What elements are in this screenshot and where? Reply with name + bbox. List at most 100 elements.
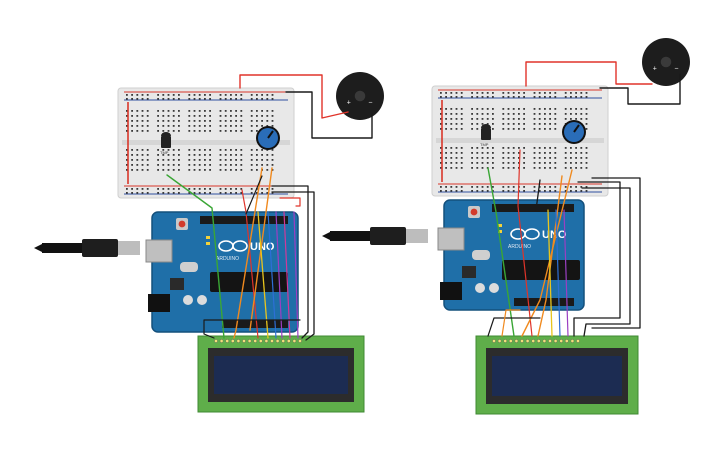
arduino-model-label: UNO	[250, 241, 275, 253]
breadboard-hole	[209, 125, 211, 127]
power-jack	[148, 294, 170, 312]
breadboard-hole	[471, 118, 473, 120]
breadboard-hole	[188, 154, 191, 156]
breadboard-hole	[471, 167, 473, 169]
breadboard-hole	[141, 110, 144, 112]
usb-cable-tail	[34, 244, 42, 252]
breadboard-hole	[476, 157, 479, 159]
breadboard-hole	[131, 149, 133, 151]
breadboard-hole	[544, 162, 546, 164]
breadboard-hole	[512, 167, 515, 169]
breadboard-hole	[481, 157, 484, 159]
breadboard-hole	[471, 190, 473, 192]
breadboard-hole	[204, 94, 206, 96]
arduino-logo-icon	[510, 228, 540, 240]
breadboard-hole	[554, 92, 557, 94]
breadboard-hole	[580, 96, 583, 98]
breadboard-hole	[544, 190, 546, 192]
breadboard-hole	[564, 118, 567, 120]
breadboard-hole	[502, 96, 505, 98]
breadboard-hole	[198, 130, 201, 132]
breadboard-hole	[455, 123, 458, 125]
digital-header	[200, 216, 288, 224]
lcd-pin	[298, 339, 302, 343]
breadboard-hole	[544, 96, 546, 98]
breadboard-hole	[188, 159, 191, 161]
breadboard-hole	[240, 169, 243, 171]
breadboard-hole	[440, 186, 442, 188]
breadboard-hole	[544, 186, 546, 188]
lcd-pin	[576, 339, 580, 343]
breadboard-hole	[440, 190, 442, 192]
breadboard-hole	[141, 120, 144, 122]
breadboard-hole	[157, 188, 159, 190]
lcd-pin	[525, 339, 530, 343]
wire-orange	[501, 309, 521, 337]
breadboard-hole	[266, 159, 269, 161]
breadboard-hole	[193, 120, 196, 122]
breadboard-hole	[235, 94, 237, 96]
breadboard-hole	[198, 149, 201, 151]
breadboard-hole	[554, 113, 557, 115]
breadboard-hole	[554, 118, 557, 120]
buzzer-hole	[354, 90, 366, 102]
breadboard-hole	[460, 147, 463, 149]
breadboard-hole	[167, 94, 170, 96]
breadboard-hole	[204, 110, 206, 112]
breadboard-hole	[502, 113, 505, 115]
breadboard-hole	[224, 169, 227, 171]
breadboard-hole	[250, 110, 253, 112]
breadboard-hole	[209, 164, 211, 166]
breadboard-hole	[538, 157, 541, 159]
breadboard-hole	[502, 128, 505, 130]
breadboard-hole	[538, 152, 541, 154]
arduino-logo-icon	[218, 240, 248, 252]
breadboard-hole	[146, 192, 149, 194]
breadboard-hole	[460, 157, 463, 159]
breadboard-hole	[533, 113, 536, 115]
crystal-oscillator	[472, 250, 490, 260]
breadboard-hole	[580, 113, 583, 115]
breadboard-hole	[549, 96, 551, 98]
breadboard-hole	[440, 128, 442, 130]
lcd-pin	[492, 339, 496, 343]
breadboard-hole	[219, 120, 222, 122]
breadboard-hole	[460, 118, 463, 120]
breadboard-hole	[146, 125, 149, 127]
breadboard-hole	[250, 164, 253, 166]
breadboard-hole	[554, 157, 557, 159]
reset-button-cap[interactable]	[178, 220, 186, 228]
breadboard-hole	[512, 186, 515, 188]
breadboard-hole	[471, 186, 473, 188]
breadboard-hole	[188, 94, 191, 96]
breadboard-hole	[518, 123, 520, 125]
breadboard-hole	[502, 186, 505, 188]
breadboard-hole	[209, 130, 211, 132]
breadboard-hole	[544, 113, 546, 115]
breadboard-hole	[512, 147, 515, 149]
breadboard-hole	[450, 108, 453, 110]
breadboard-hole	[188, 149, 191, 151]
breadboard-hole	[235, 169, 237, 171]
breadboard-hole	[261, 110, 263, 112]
breadboard-hole	[271, 154, 274, 156]
breadboard	[431, 85, 609, 197]
breadboard-hole	[271, 192, 274, 194]
breadboard-hole	[193, 188, 196, 190]
reset-button-cap[interactable]	[470, 208, 478, 216]
breadboard-hole	[502, 118, 505, 120]
breadboard-hole	[162, 188, 165, 190]
breadboard-hole	[178, 98, 180, 100]
breadboard-hole	[549, 108, 551, 110]
breadboard-hole	[570, 108, 572, 110]
breadboard-hole	[533, 186, 536, 188]
breadboard-hole	[507, 167, 510, 169]
breadboard-hole	[486, 96, 489, 98]
breadboard-hole	[481, 108, 484, 110]
capacitor	[489, 283, 499, 293]
breadboard-hole	[440, 123, 442, 125]
breadboard-hole	[261, 94, 263, 96]
wire-purple	[275, 211, 283, 339]
lcd-pin	[565, 339, 569, 343]
